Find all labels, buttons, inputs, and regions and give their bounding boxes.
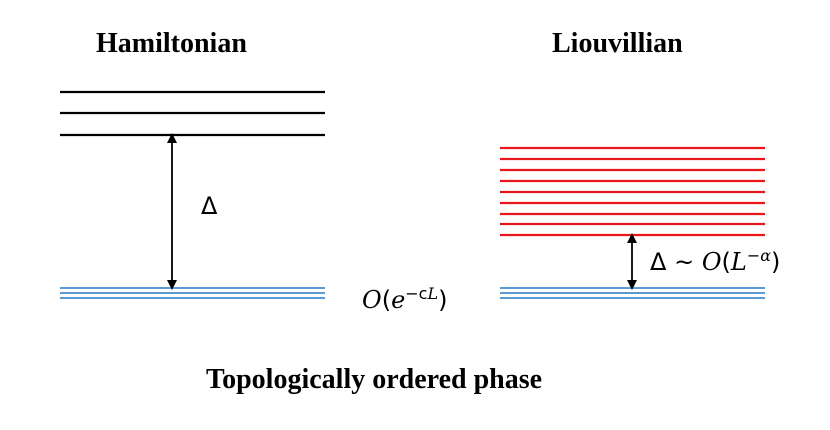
liouvillian-excited-levels (500, 146, 765, 237)
topological-phase-caption: Topologically ordered phase (206, 364, 543, 395)
hamiltonian-ground-levels (60, 287, 325, 299)
liouvillian-gap-label: Δ ~ O(L−α) (650, 246, 781, 276)
liouvillian-gap-label-text: Δ ~ O(L−α) (650, 246, 781, 276)
splitting-label-text: O(e−cL) (362, 284, 448, 314)
splitting-label: O(e−cL) (362, 284, 448, 314)
hamiltonian-gap-label: Δ (201, 192, 218, 220)
hamiltonian-title: Hamiltonian (96, 28, 247, 59)
liouvillian-ground-levels (500, 287, 765, 299)
hamiltonian-excited-levels (60, 90, 325, 137)
liouvillian-title: Liouvillian (552, 28, 683, 59)
